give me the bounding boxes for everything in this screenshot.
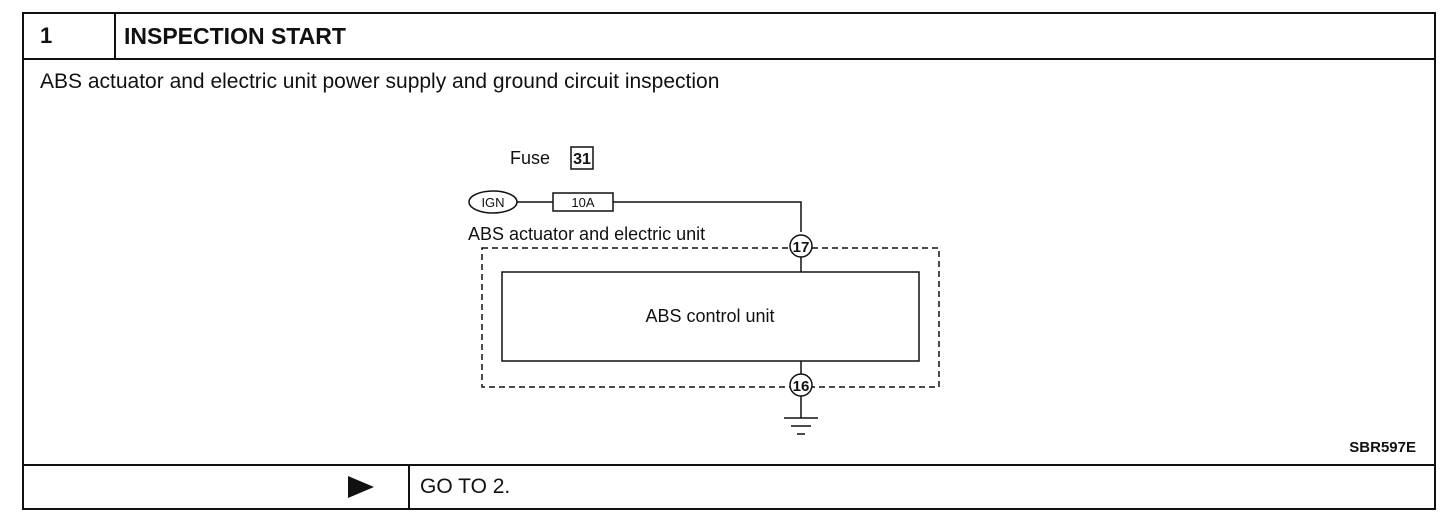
step-number: 1: [24, 14, 116, 58]
step-description: ABS actuator and electric unit power sup…: [40, 70, 720, 93]
step-body: ABS actuator and electric unit power sup…: [24, 60, 1434, 464]
ground-icon: [784, 417, 818, 435]
fuse-number: 31: [573, 151, 591, 168]
unit-enclosure: [481, 247, 940, 388]
terminal-17-label: 17: [793, 239, 810, 256]
fuse-number-box: [570, 146, 594, 170]
fuse-label: Fuse: [510, 148, 550, 168]
terminal-16-label: 16: [793, 378, 810, 395]
unit-label: ABS actuator and electric unit: [468, 224, 705, 244]
inspection-table: 1 INSPECTION START ABS actuator and elec…: [22, 12, 1436, 510]
step-header: 1 INSPECTION START: [24, 14, 1434, 60]
figure-code: SBR597E: [1349, 439, 1416, 456]
arrow-cell: [24, 466, 410, 508]
step-footer: GO TO 2.: [24, 464, 1434, 508]
fuse-rating: 10A: [571, 195, 594, 210]
power-wire: [613, 201, 802, 232]
control-unit-label: ABS control unit: [645, 306, 774, 326]
ign-label: IGN: [481, 195, 504, 210]
next-step-text[interactable]: GO TO 2.: [420, 475, 511, 498]
right-triangle-icon: [348, 476, 374, 498]
step-title: INSPECTION START: [124, 23, 346, 49]
circuit-diagram: Fuse 31 IGN 10A ABS actuator and electri…: [468, 146, 940, 435]
control-unit-box: [501, 271, 920, 362]
